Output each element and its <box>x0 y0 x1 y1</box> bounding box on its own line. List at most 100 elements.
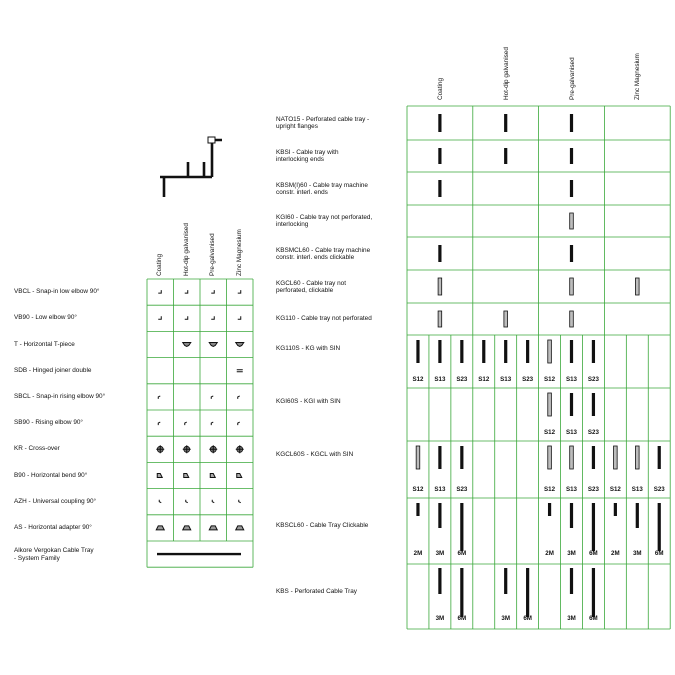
tray-bar <box>569 148 574 164</box>
tray-bar-outline <box>635 277 640 296</box>
tray-bar <box>569 114 574 132</box>
icon-stroke <box>210 395 214 399</box>
icon-stroke <box>184 316 189 320</box>
tray-bar <box>657 446 661 469</box>
icon-stroke <box>181 525 192 531</box>
fitting-label: SDB - Hinged joiner double <box>14 366 92 374</box>
tray-label: KBSCL60 - Cable Tray Clickable <box>276 522 369 529</box>
size-label: 3M <box>567 615 576 622</box>
size-label: S13 <box>434 486 446 493</box>
tray-bar <box>438 148 442 164</box>
bend-icon <box>183 473 190 478</box>
cross-icon <box>235 445 244 454</box>
adapter-icon <box>234 525 245 531</box>
fitting-label: KR - Cross-over <box>14 445 60 453</box>
size-label: S23 <box>456 376 468 383</box>
icon-stroke <box>158 316 162 320</box>
icon-stroke <box>157 421 161 426</box>
elbow-low-icon <box>184 316 189 320</box>
elbow-rise-icon <box>157 421 161 426</box>
size-label: S23 <box>587 486 599 493</box>
column-header: Zinc Magnesium <box>634 53 642 100</box>
tray-bar <box>438 568 442 594</box>
coupling-icon <box>158 499 162 504</box>
icon-stroke <box>237 421 240 426</box>
size-label: S12 <box>412 486 424 493</box>
fitting-label: VBCL - Snap-in low elbow 90° <box>14 288 100 296</box>
size-label: 6M <box>654 550 664 557</box>
size-label: 6M <box>457 550 467 557</box>
icon-stroke <box>184 290 189 294</box>
icon-stroke <box>185 499 188 504</box>
size-label: S12 <box>544 429 556 436</box>
size-label: S23 <box>587 429 599 436</box>
tray-bar <box>569 503 574 528</box>
size-label: 6M <box>457 615 467 622</box>
size-label: S12 <box>478 376 490 383</box>
elbow-low-icon <box>237 316 242 320</box>
size-label: 3M <box>632 550 642 557</box>
elbow-low-icon <box>158 290 162 294</box>
tray-label: KGI60 - Cable tray not perforated,interl… <box>276 214 373 229</box>
column-header: Coating <box>156 253 163 276</box>
coupling-icon <box>211 499 215 504</box>
size-label: S12 <box>609 486 621 493</box>
icon-stroke <box>208 342 219 348</box>
size-label: S12 <box>412 376 424 383</box>
joiner-icon <box>236 369 243 373</box>
icon-stroke <box>211 290 215 294</box>
tray-bar <box>460 340 464 363</box>
tray-bar-outline <box>437 277 443 296</box>
tray-bar <box>438 114 442 132</box>
tray-bar <box>504 568 508 594</box>
adapter-icon <box>181 525 192 531</box>
size-label: S23 <box>522 376 534 383</box>
elbow-rise-icon <box>210 395 214 399</box>
tray-bar <box>569 568 574 594</box>
elbow-rise-icon <box>237 421 240 426</box>
tray-bar <box>438 245 442 262</box>
size-label: S13 <box>631 486 643 493</box>
tray-bar-outline <box>415 445 421 470</box>
fitting-label: B90 - Horizontal bend 90° <box>14 471 88 479</box>
size-label: S12 <box>544 376 556 383</box>
tray-bar <box>504 114 508 132</box>
fitting-label: T - Horizontal T-piece <box>14 340 75 348</box>
elbow-low-icon <box>158 316 162 320</box>
tee-icon <box>208 342 219 348</box>
elbow-rise-icon <box>157 395 161 399</box>
tray-bar <box>438 446 442 469</box>
tray-bar <box>547 503 552 516</box>
icon-stroke <box>208 525 219 531</box>
tray-bar-outline <box>569 212 574 230</box>
elbow-rise-icon <box>237 395 240 399</box>
adapter-icon <box>208 525 219 531</box>
fitting-label: AZH - Universal coupling 90° <box>14 497 97 505</box>
icon-stroke <box>157 395 161 399</box>
tray-label: KBS - Perforated Cable Tray <box>276 588 357 595</box>
size-label: 2M <box>611 550 620 557</box>
tray-bar <box>504 340 508 363</box>
tray-bar <box>569 245 574 262</box>
tray-bar-outline <box>569 445 574 470</box>
icon-stroke <box>183 473 190 478</box>
column-header: Zinc Magnesium <box>235 229 243 276</box>
cross-icon <box>156 445 165 454</box>
icon-stroke <box>234 525 245 531</box>
tee-icon <box>181 342 192 348</box>
icon-stroke <box>234 342 245 348</box>
tray-bar <box>591 340 596 363</box>
fitting-label: SBCL - Snap-in rising elbow 90° <box>14 392 106 400</box>
tray-bar <box>416 503 420 516</box>
size-label: 6M <box>589 550 598 557</box>
tray-label: NATO15 - Perforated cable tray -upright … <box>276 116 370 131</box>
fitting-label: SB90 - Rising elbow 90° <box>14 419 83 427</box>
icon-stroke <box>235 445 244 454</box>
tray-bar-outline <box>635 445 640 470</box>
bend-icon <box>209 473 217 478</box>
tray-bar <box>438 180 442 197</box>
tray-bar-outline <box>547 339 552 364</box>
